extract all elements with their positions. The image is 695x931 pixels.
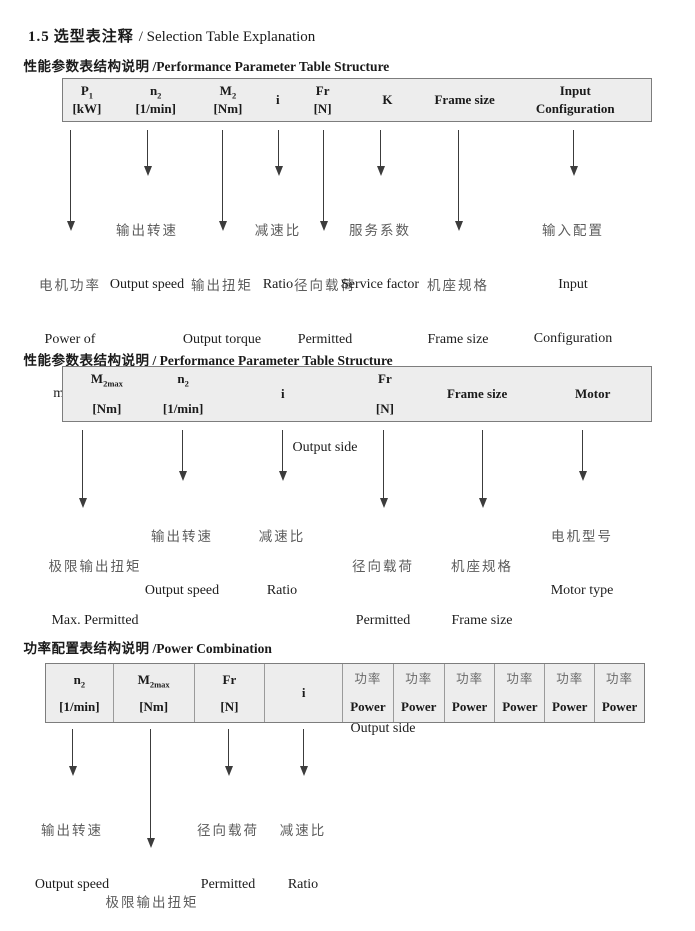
down-arrow	[146, 729, 155, 848]
down-arrow	[224, 729, 233, 776]
column-header-frame-size: Frame size	[434, 92, 495, 107]
callout-ratio: 减速比 Ratio	[254, 223, 302, 292]
down-arrow	[78, 430, 87, 508]
column-header-fr: Fr [N]	[313, 83, 332, 116]
column-header-power-6: 功率 Power	[594, 664, 644, 722]
down-arrow	[569, 130, 578, 176]
column-header-n2: n2 [1/min]	[59, 672, 100, 714]
section3-heading: 功率配置表结构说明/Power Combination	[10, 621, 272, 673]
section1-heading-zh: 性能参数表结构说明	[23, 59, 150, 74]
column-header-i: i	[264, 664, 342, 722]
callout-frame-size: 机座规格 Frame size	[427, 278, 489, 347]
column-header-n2: n2 [1/min]	[135, 83, 176, 116]
performance-table-2: M2max [Nm] n2 [1/min] i Fr [N] Frame siz…	[62, 366, 652, 422]
performance-table-1: P1 [kW] n2 [1/min] M2 [Nm] i Fr [N] K Fr…	[62, 78, 652, 122]
down-arrow	[379, 430, 388, 508]
down-arrow	[376, 130, 385, 176]
callout-motor-type: 电机型号 Motor type	[550, 529, 614, 598]
down-arrow	[319, 130, 328, 231]
down-arrow	[299, 729, 308, 776]
down-arrow	[178, 430, 187, 481]
column-header-p1: P1 [kW]	[72, 83, 102, 116]
column-header-m2: M2 [Nm]	[213, 83, 243, 116]
callout-output-speed: 输出转速 Output speed	[144, 529, 220, 598]
column-header-k: K	[382, 92, 393, 107]
down-arrow	[454, 130, 463, 231]
down-arrow	[66, 130, 75, 231]
page-title-zh: 选型表注释	[53, 28, 134, 45]
section1-heading: 性能参数表结构说明/Performance Parameter Table St…	[10, 39, 390, 91]
callout-overhung-load: 径向载荷 Permitted Overhung load Output side	[197, 823, 259, 892]
callout-overhung-load: 径向载荷 Permitted Overhung load Output side	[341, 559, 425, 736]
column-header-input-configuration: Input Configuration	[535, 83, 615, 116]
callout-output-torque: 输出扭矩 Output torque	[182, 278, 262, 347]
callout-output-speed: 输出转速 Output speed	[109, 223, 185, 292]
column-header-m2max: M2max [Nm]	[90, 371, 123, 416]
down-arrow	[218, 130, 227, 231]
callout-max-output-torque: 极限输出扭矩 Max. Permitted Output torque	[105, 895, 199, 910]
column-header-i: i	[280, 386, 285, 401]
column-header-frame-size: Frame size	[446, 386, 508, 401]
callout-ratio: 减速比 Ratio	[279, 823, 327, 892]
section1-heading-en: /Performance Parameter Table Structure	[152, 59, 390, 74]
column-header-i: i	[275, 92, 280, 107]
column-header-power-1: 功率 Power	[342, 664, 393, 722]
column-header-power-2: 功率 Power	[392, 664, 444, 722]
down-arrow	[68, 729, 77, 776]
section2-heading-zh: 性能参数表结构说明	[23, 353, 150, 368]
down-arrow	[278, 430, 287, 481]
section2-heading: 性能参数表结构说明/ Performance Parameter Table S…	[10, 333, 393, 385]
callout-frame-size: 机座规格 Frame size	[451, 559, 513, 628]
callout-output-speed: 输出转速 Output speed	[34, 823, 110, 892]
column-header-n2: n2 [1/min]	[162, 371, 204, 416]
column-header-fr: Fr [N]	[375, 371, 394, 416]
section-number: 1.5	[28, 29, 50, 45]
column-header-motor: Motor	[575, 386, 611, 401]
column-header-power-4: 功率 Power	[494, 664, 544, 722]
down-arrow	[478, 430, 487, 508]
column-header-power-5: 功率 Power	[544, 664, 594, 722]
column-header-power-3: 功率 Power	[443, 664, 495, 722]
down-arrow	[274, 130, 283, 176]
down-arrow	[578, 430, 587, 481]
column-header-fr: Fr [N]	[193, 664, 265, 722]
section2-heading-en: / Performance Parameter Table Structure	[152, 353, 393, 368]
callout-ratio: 减速比 Ratio	[258, 529, 306, 598]
down-arrow	[143, 130, 152, 176]
section3-heading-zh: 功率配置表结构说明	[23, 641, 150, 656]
power-combination-table: n2 [1/min] M2max [Nm] Fr [N] i 功率 Power …	[45, 663, 645, 723]
column-header-m2max: M2max [Nm]	[112, 664, 194, 722]
section3-heading-en: /Power Combination	[152, 641, 272, 656]
callout-service-factor: 服务系数 Service factor	[340, 223, 420, 292]
callout-input-configuration: 输入配置 Input Configuration	[533, 223, 613, 346]
page-title-en: / Selection Table Explanation	[138, 29, 316, 45]
